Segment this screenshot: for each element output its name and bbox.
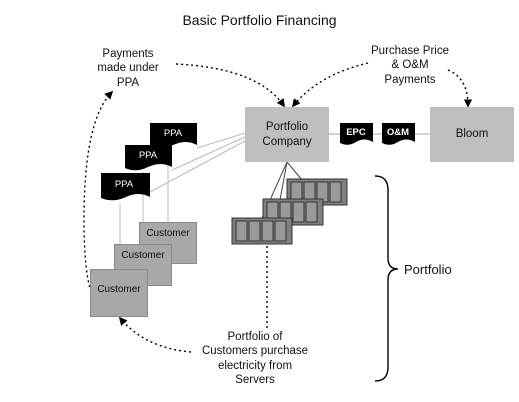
customer-card-front: Customer [90,269,148,317]
ppa-label: PPA [114,179,134,190]
ppa-label: PPA [163,128,183,139]
diagram-title: Basic Portfolio Financing [182,12,337,28]
server-group-front [231,217,293,245]
ppa-connector-lines [149,132,246,193]
arrow-purchase-to-bloom [447,69,473,108]
ppa-document-1 [150,123,197,149]
bloom-box: Bloom [430,107,514,162]
payments-note-line: Payments [102,48,154,60]
customers-note-line: Portfolio of [227,331,283,343]
portfolio-company-label: Company [262,135,312,148]
epc-label: EPC [346,127,366,138]
customer-label: Customer [121,250,165,261]
arrow-payments-to-company [175,63,285,108]
portfolio-label: Portfolio [404,262,452,277]
arrow-customers-to-payments [83,90,114,309]
customer-label: Customer [97,284,141,295]
portfolio-company-label: Portfolio [265,120,309,133]
customer-label: Customer [146,228,190,239]
portfolio-brace [374,175,399,382]
om-label: O&M [386,127,410,138]
ppa-document-3 [101,173,150,201]
customers-note-line: electricity from [217,359,293,372]
ppa-label: PPA [138,150,158,161]
epc-document [340,123,373,145]
bloom-label: Bloom [455,128,489,141]
payments-note: Payments made under PPA [92,47,164,90]
purchase-note-line: Purchase Price [371,45,449,57]
arrow-purchase-to-company [291,62,369,108]
purchase-note: Purchase Price & O&M Payments [360,44,460,87]
purchase-note-line: & O&M [391,59,429,72]
customers-note-line: Customers purchase [201,345,309,358]
portfolio-company-box: Portfolio Company [245,107,329,162]
payments-note-line: PPA [116,76,140,89]
ppa-document-2 [125,145,172,171]
payments-note-line: made under [97,62,159,75]
purchase-note-line: Payments [384,73,436,86]
customers-note-line: Servers [235,374,275,387]
om-document [382,123,415,145]
customers-note: Portfolio of Customers purchase electric… [180,330,330,388]
